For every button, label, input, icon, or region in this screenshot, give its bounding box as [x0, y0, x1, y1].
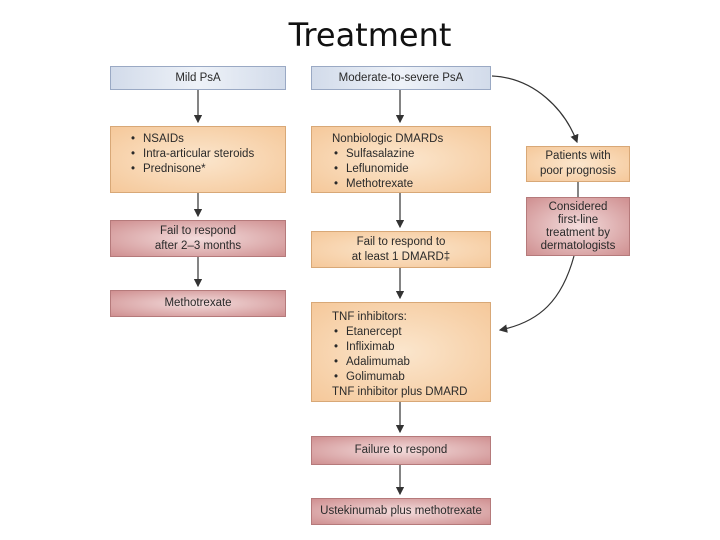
dmards-box: Nonbiologic DMARDs •Sulfasalazine •Leflu… — [311, 126, 491, 193]
curve-moderate-to-prognosis — [491, 75, 579, 144]
final-label: Ustekinumab plus methotrexate — [320, 505, 482, 517]
mild-psa-label: Mild PsA — [175, 71, 221, 84]
tnf-combo: TNF inhibitor plus DMARD — [332, 386, 468, 398]
considered-line-2: first-line — [557, 213, 599, 226]
list-item: •NSAIDs — [131, 133, 184, 145]
considered-line-1: Considered — [548, 200, 608, 213]
poor-prognosis-line-2: poor prognosis — [539, 165, 617, 177]
slide-title: Treatment — [288, 16, 452, 54]
mild-psa-box: Mild PsA — [110, 66, 286, 90]
poor-prognosis-line-1: Patients with — [545, 150, 611, 162]
list-item: •Infliximab — [334, 341, 395, 353]
mild-fail-line-2: after 2–3 months — [154, 239, 242, 252]
list-item: •Intra-articular steroids — [131, 148, 255, 160]
tnf-box: TNF inhibitors: •Etanercept •Infliximab … — [311, 302, 491, 402]
list-item: •Prednisone* — [131, 163, 206, 175]
poor-prognosis-box: Patients with poor prognosis — [526, 146, 630, 182]
failure-label: Failure to respond — [354, 444, 448, 456]
dmard-fail-line-1: Fail to respond to — [356, 235, 446, 248]
mild-fail-box: Fail to respond after 2–3 months — [110, 220, 286, 257]
tnf-header: TNF inhibitors: — [332, 311, 407, 323]
curve-considered-to-tnf — [498, 255, 575, 333]
considered-box: Considered first-line treatment by derma… — [526, 197, 630, 256]
list-item: •Adalimumab — [334, 356, 410, 368]
mild-methotrexate-label: Methotrexate — [164, 297, 232, 309]
list-item: •Methotrexate — [334, 178, 414, 190]
considered-line-3: treatment by — [546, 226, 610, 239]
list-item: •Leflunomide — [334, 163, 409, 175]
mild-treatment-box: •NSAIDs •Intra-articular steroids •Predn… — [110, 126, 286, 193]
dmards-header: Nonbiologic DMARDs — [332, 133, 444, 145]
mild-methotrexate-box: Methotrexate — [110, 290, 286, 317]
mild-fail-line-1: Fail to respond — [159, 224, 237, 237]
dmard-fail-line-2: at least 1 DMARD‡ — [351, 250, 451, 263]
dmard-fail-box: Fail to respond to at least 1 DMARD‡ — [311, 231, 491, 268]
moderate-psa-box: Moderate-to-severe PsA — [311, 66, 491, 90]
list-item: •Golimumab — [334, 371, 405, 383]
considered-line-4: dermatologists — [540, 239, 616, 252]
final-box: Ustekinumab plus methotrexate — [311, 498, 491, 525]
list-item: •Sulfasalazine — [334, 148, 415, 160]
moderate-psa-label: Moderate-to-severe PsA — [338, 71, 464, 84]
list-item: •Etanercept — [334, 326, 402, 338]
failure-box: Failure to respond — [311, 436, 491, 465]
